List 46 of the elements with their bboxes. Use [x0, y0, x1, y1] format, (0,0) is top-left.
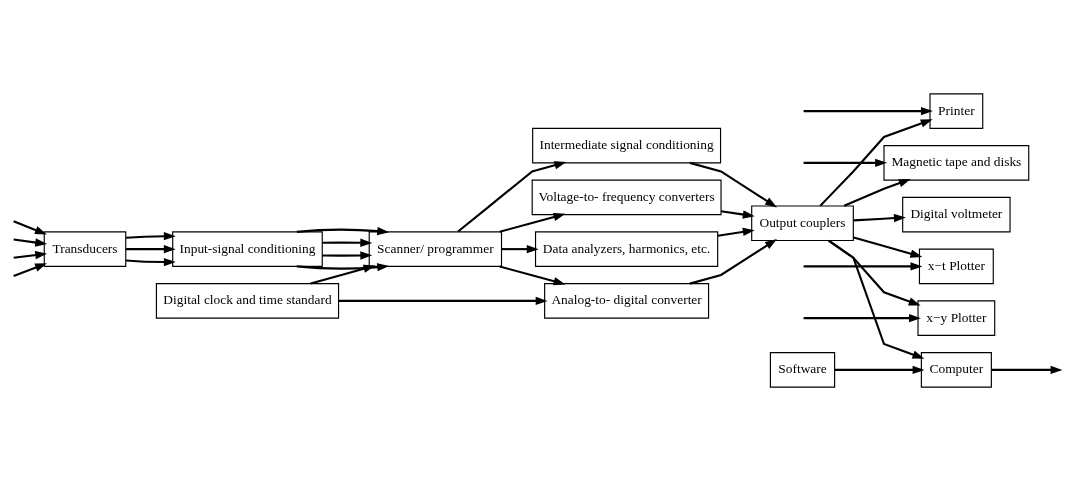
arrow — [501, 244, 539, 254]
node-box: Digital clock and time standard — [155, 283, 340, 319]
node-box: Computer — [920, 352, 992, 388]
arrow — [853, 213, 906, 223]
arrow — [991, 365, 1063, 375]
arrow — [126, 244, 176, 254]
node-box: Intermediate signal conditioning — [532, 127, 722, 164]
node-box: Transducers — [43, 231, 127, 267]
arrow — [310, 264, 376, 285]
arrow — [834, 365, 925, 375]
arrow — [853, 236, 923, 258]
arrow — [338, 296, 548, 306]
node-box: Output couplers — [751, 205, 854, 242]
node-box: x−y Plotter — [917, 300, 996, 336]
arrow — [296, 226, 390, 236]
arrow — [499, 212, 566, 233]
arrow — [126, 232, 176, 241]
node-box: x−t Plotter — [918, 248, 994, 285]
node-box: Voltage-to- frequency converters — [531, 179, 722, 216]
arrow — [126, 257, 176, 267]
arrow — [819, 119, 933, 207]
node-box: Magnetic tape and disks — [883, 145, 1030, 181]
node-box: Analog-to- digital converter — [544, 283, 710, 319]
node-box: Scanner/ programmer — [368, 231, 503, 267]
node-box: Data analyzers, harmonics, etc. — [534, 231, 719, 267]
node-box: Input-signal conditioning — [172, 231, 323, 267]
node-box: Printer — [929, 93, 984, 129]
arrow — [13, 220, 47, 235]
arrow — [843, 179, 911, 207]
arrow — [457, 161, 567, 233]
arrow — [803, 106, 933, 116]
arrow — [803, 158, 888, 168]
arrow — [499, 265, 566, 286]
arrow — [803, 313, 921, 323]
arrow — [13, 250, 48, 260]
arrow — [13, 263, 47, 277]
arrow — [717, 227, 755, 237]
arrow — [322, 238, 373, 247]
arrow — [322, 251, 373, 260]
arrow — [828, 239, 925, 359]
node-box: Digital voltmeter — [902, 196, 1011, 233]
arrow — [803, 262, 923, 271]
arrow — [721, 210, 755, 219]
arrow — [13, 238, 48, 247]
node-box: Software — [769, 352, 836, 388]
arrow — [296, 263, 390, 272]
